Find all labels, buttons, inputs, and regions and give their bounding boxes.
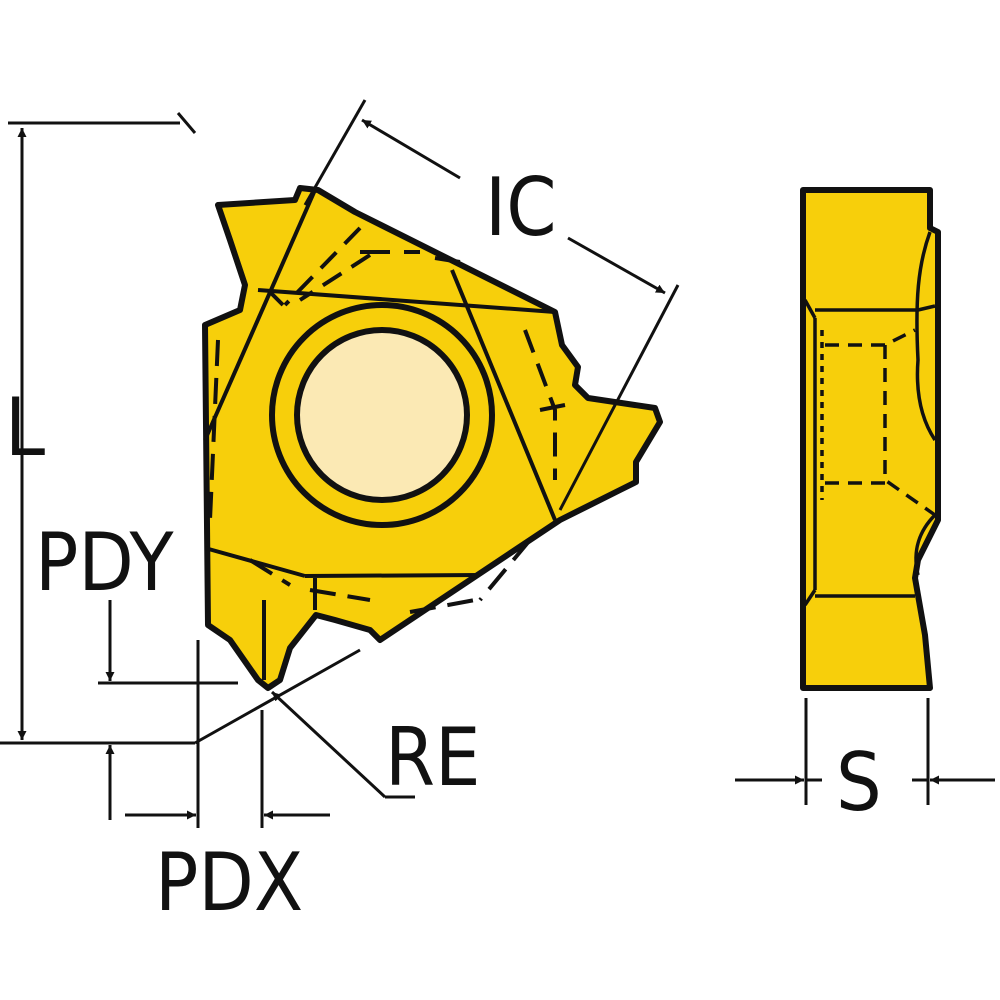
ic-label: IC [485,161,556,254]
insert-internal-lines [203,189,566,680]
re-dimension [270,690,415,799]
pdx-dimension [125,640,361,828]
re-label: RE [385,711,480,804]
pdx-label: PDX [155,836,303,929]
s-dimension [735,698,995,805]
insert-side-view [800,187,941,691]
s-label: S [836,736,882,829]
l-dimension [0,112,197,745]
side-body [800,187,941,691]
pdy-dimension [98,600,238,820]
ic-dimension [303,99,680,511]
pdy-label: PDY [35,516,174,609]
insert-center-hole [294,327,470,503]
l-label: L [5,381,45,474]
